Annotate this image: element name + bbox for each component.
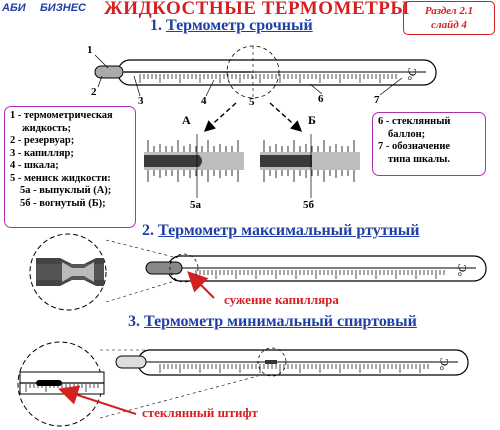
callout-6: 6 (318, 93, 324, 105)
legend-left-item: жидкость; (22, 122, 72, 134)
legend-right-item: 6 - стеклянный (378, 116, 451, 127)
label-a: А (182, 113, 191, 127)
heading-2-text: Термометр максимальный ртутный (158, 222, 420, 239)
legend-left-item: 5 - мениск жидкости: (10, 172, 111, 184)
legend-right: 6 - стеклянный баллон; 7 - обозначение т… (372, 112, 486, 176)
arrow-a (203, 102, 237, 132)
logo: АБИ БИЗНЕС (2, 2, 94, 22)
legend-right-item: 7 - обозначение (378, 141, 451, 152)
scale-mark-1: °C (405, 67, 419, 81)
callout-line-6 (309, 83, 323, 95)
logo-part2: БИЗНЕС (40, 2, 86, 14)
callout-line-4 (205, 79, 215, 97)
arrow-capillary (187, 271, 215, 299)
callout-line-2 (97, 75, 103, 88)
legend-left-item: 5б - вогнутый (Б); (20, 197, 106, 209)
section-badge: Раздел 2.1 слайд 4 (403, 1, 495, 35)
detail-b (260, 134, 360, 198)
legend-right-item: типа шкалы. (388, 153, 450, 165)
legend-left-item: 2 - резервуар; (10, 135, 75, 146)
label-5a: 5а (190, 199, 201, 211)
callout-line-1 (94, 54, 109, 69)
legend-left: 1 - термометрическая жидкость; 2 - резер… (4, 106, 136, 228)
thermometer-3 (115, 349, 469, 376)
label-glass-pin: стеклянный штифт (142, 405, 258, 420)
legend-left-item: 1 - термометрическая (10, 110, 113, 121)
section-line1: Раздел 2.1 (424, 5, 474, 17)
thermometer-1-ticks (139, 74, 397, 83)
thermometer-1 (94, 59, 437, 86)
page-title: ЖИДКОСТНЫЕ ТЕРМОМЕТРЫ (104, 0, 410, 19)
thermometer-2 (145, 255, 487, 282)
heading-1-text: Термометр срочный (166, 17, 313, 34)
legend-left-item: 4 - шкала; (10, 160, 59, 171)
callout-4: 4 (201, 95, 207, 107)
thermometer-3-bulb (115, 355, 147, 369)
detail-a (144, 134, 244, 198)
callout-2: 2 (91, 86, 97, 98)
heading-3-text: Термометр минимальный спиртовый (144, 313, 417, 330)
callout-5: 5 (249, 96, 255, 108)
callout-3: 3 (138, 95, 144, 107)
thermometer-1-liquid (123, 71, 251, 73)
thermometer-2-bulb (145, 261, 183, 275)
heading-1-num: 1. (150, 17, 162, 34)
callout-line-3 (133, 75, 141, 97)
heading-2-num: 2. (142, 222, 154, 239)
heading-1: 1. Термометр срочный (150, 17, 313, 35)
callout-1: 1 (87, 44, 93, 56)
scale-mark-3: °C (437, 357, 451, 371)
scale-mark-2: °C (455, 263, 469, 277)
heading-2: 2. Термометр максимальный ртутный (142, 222, 420, 240)
label-b: Б (308, 113, 316, 127)
legend-left-item: 3 - капилляр; (10, 147, 74, 159)
heading-3-num: 3. (128, 313, 140, 330)
legend-left-item: 5а - выпуклый (А); (20, 185, 112, 196)
zoom-circle-3 (257, 347, 287, 377)
callout-7: 7 (374, 94, 380, 106)
zoom-circle-2 (169, 253, 199, 283)
section-line2: слайд 4 (431, 19, 467, 31)
legend-right-item: баллон; (388, 128, 426, 140)
arrow-b (269, 102, 303, 132)
label-5b: 5б (303, 199, 314, 211)
heading-3: 3. Термометр минимальный спиртовый (128, 313, 417, 331)
thermometer-1-bulb (94, 65, 124, 79)
callout-line-7 (379, 77, 403, 96)
logo-part1: АБИ (2, 2, 26, 14)
label-capillary-narrowing: сужение капилляра (224, 292, 339, 307)
arrow-pin (58, 385, 137, 415)
